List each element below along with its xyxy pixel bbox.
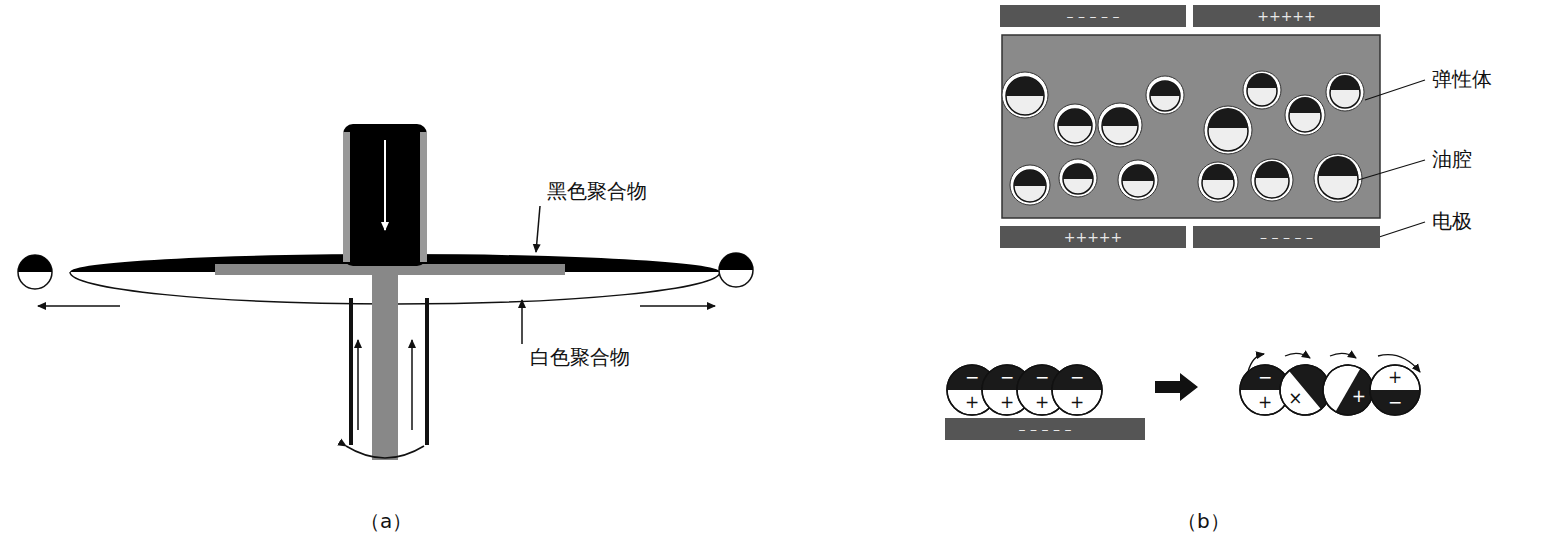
part-label: 弹性体: [1430, 68, 1494, 90]
charge-sign: +: [1258, 394, 1272, 411]
panel-label: （a）: [358, 510, 414, 532]
charge-sign: – – – – –: [1260, 230, 1313, 244]
janus-particle: −+: [1051, 364, 1103, 416]
charge-sign: −: [1000, 369, 1014, 386]
electrode: – – – – –: [1193, 226, 1380, 248]
leader-line: [522, 206, 540, 344]
part-label: 黑色聚合物: [545, 180, 649, 202]
janus-droplet: [18, 253, 753, 306]
charge-sign: +++++: [1257, 9, 1316, 23]
electrode: – – – – –: [1000, 5, 1186, 27]
transition-arrow: [1155, 373, 1198, 401]
particle-shape: [1322, 364, 1374, 416]
charge-sign: −: [1388, 394, 1402, 411]
charge-sign: −: [1070, 369, 1084, 386]
charge-sign: +: [1070, 394, 1084, 411]
charge-sign: +: [1035, 394, 1049, 411]
feed-nozzle: [343, 124, 427, 266]
charge-sign: +++++: [1064, 230, 1123, 244]
electrode: +++++: [1000, 226, 1186, 248]
charge-sign: +: [1388, 369, 1402, 386]
charge-sign: +: [1000, 394, 1014, 411]
charge-sign: −: [965, 369, 979, 386]
panel-label: （b）: [1175, 510, 1232, 532]
charge-sign: – – – – –: [1067, 9, 1120, 23]
charge-sign: +: [965, 394, 979, 411]
electrode: – – – – –: [945, 418, 1145, 440]
oil-cavity: [1002, 71, 1364, 205]
charge-sign: −: [1258, 369, 1272, 386]
janus-particle: −+: [1369, 364, 1421, 416]
charge-sign: ×: [1288, 390, 1302, 407]
shaft-and-tube: [346, 275, 427, 460]
electrode: +++++: [1193, 5, 1380, 27]
janus-particle: +: [1322, 364, 1374, 416]
elastomer: [1002, 35, 1380, 218]
leader-line: [1358, 80, 1425, 240]
charge-sign: – – – – –: [1019, 422, 1072, 436]
part-label: 油腔: [1430, 148, 1474, 170]
part-label: 白色聚合物: [528, 346, 632, 368]
charge-sign: +: [1352, 388, 1366, 405]
part-label: 电极: [1430, 210, 1474, 232]
charge-sign: −: [1035, 369, 1049, 386]
